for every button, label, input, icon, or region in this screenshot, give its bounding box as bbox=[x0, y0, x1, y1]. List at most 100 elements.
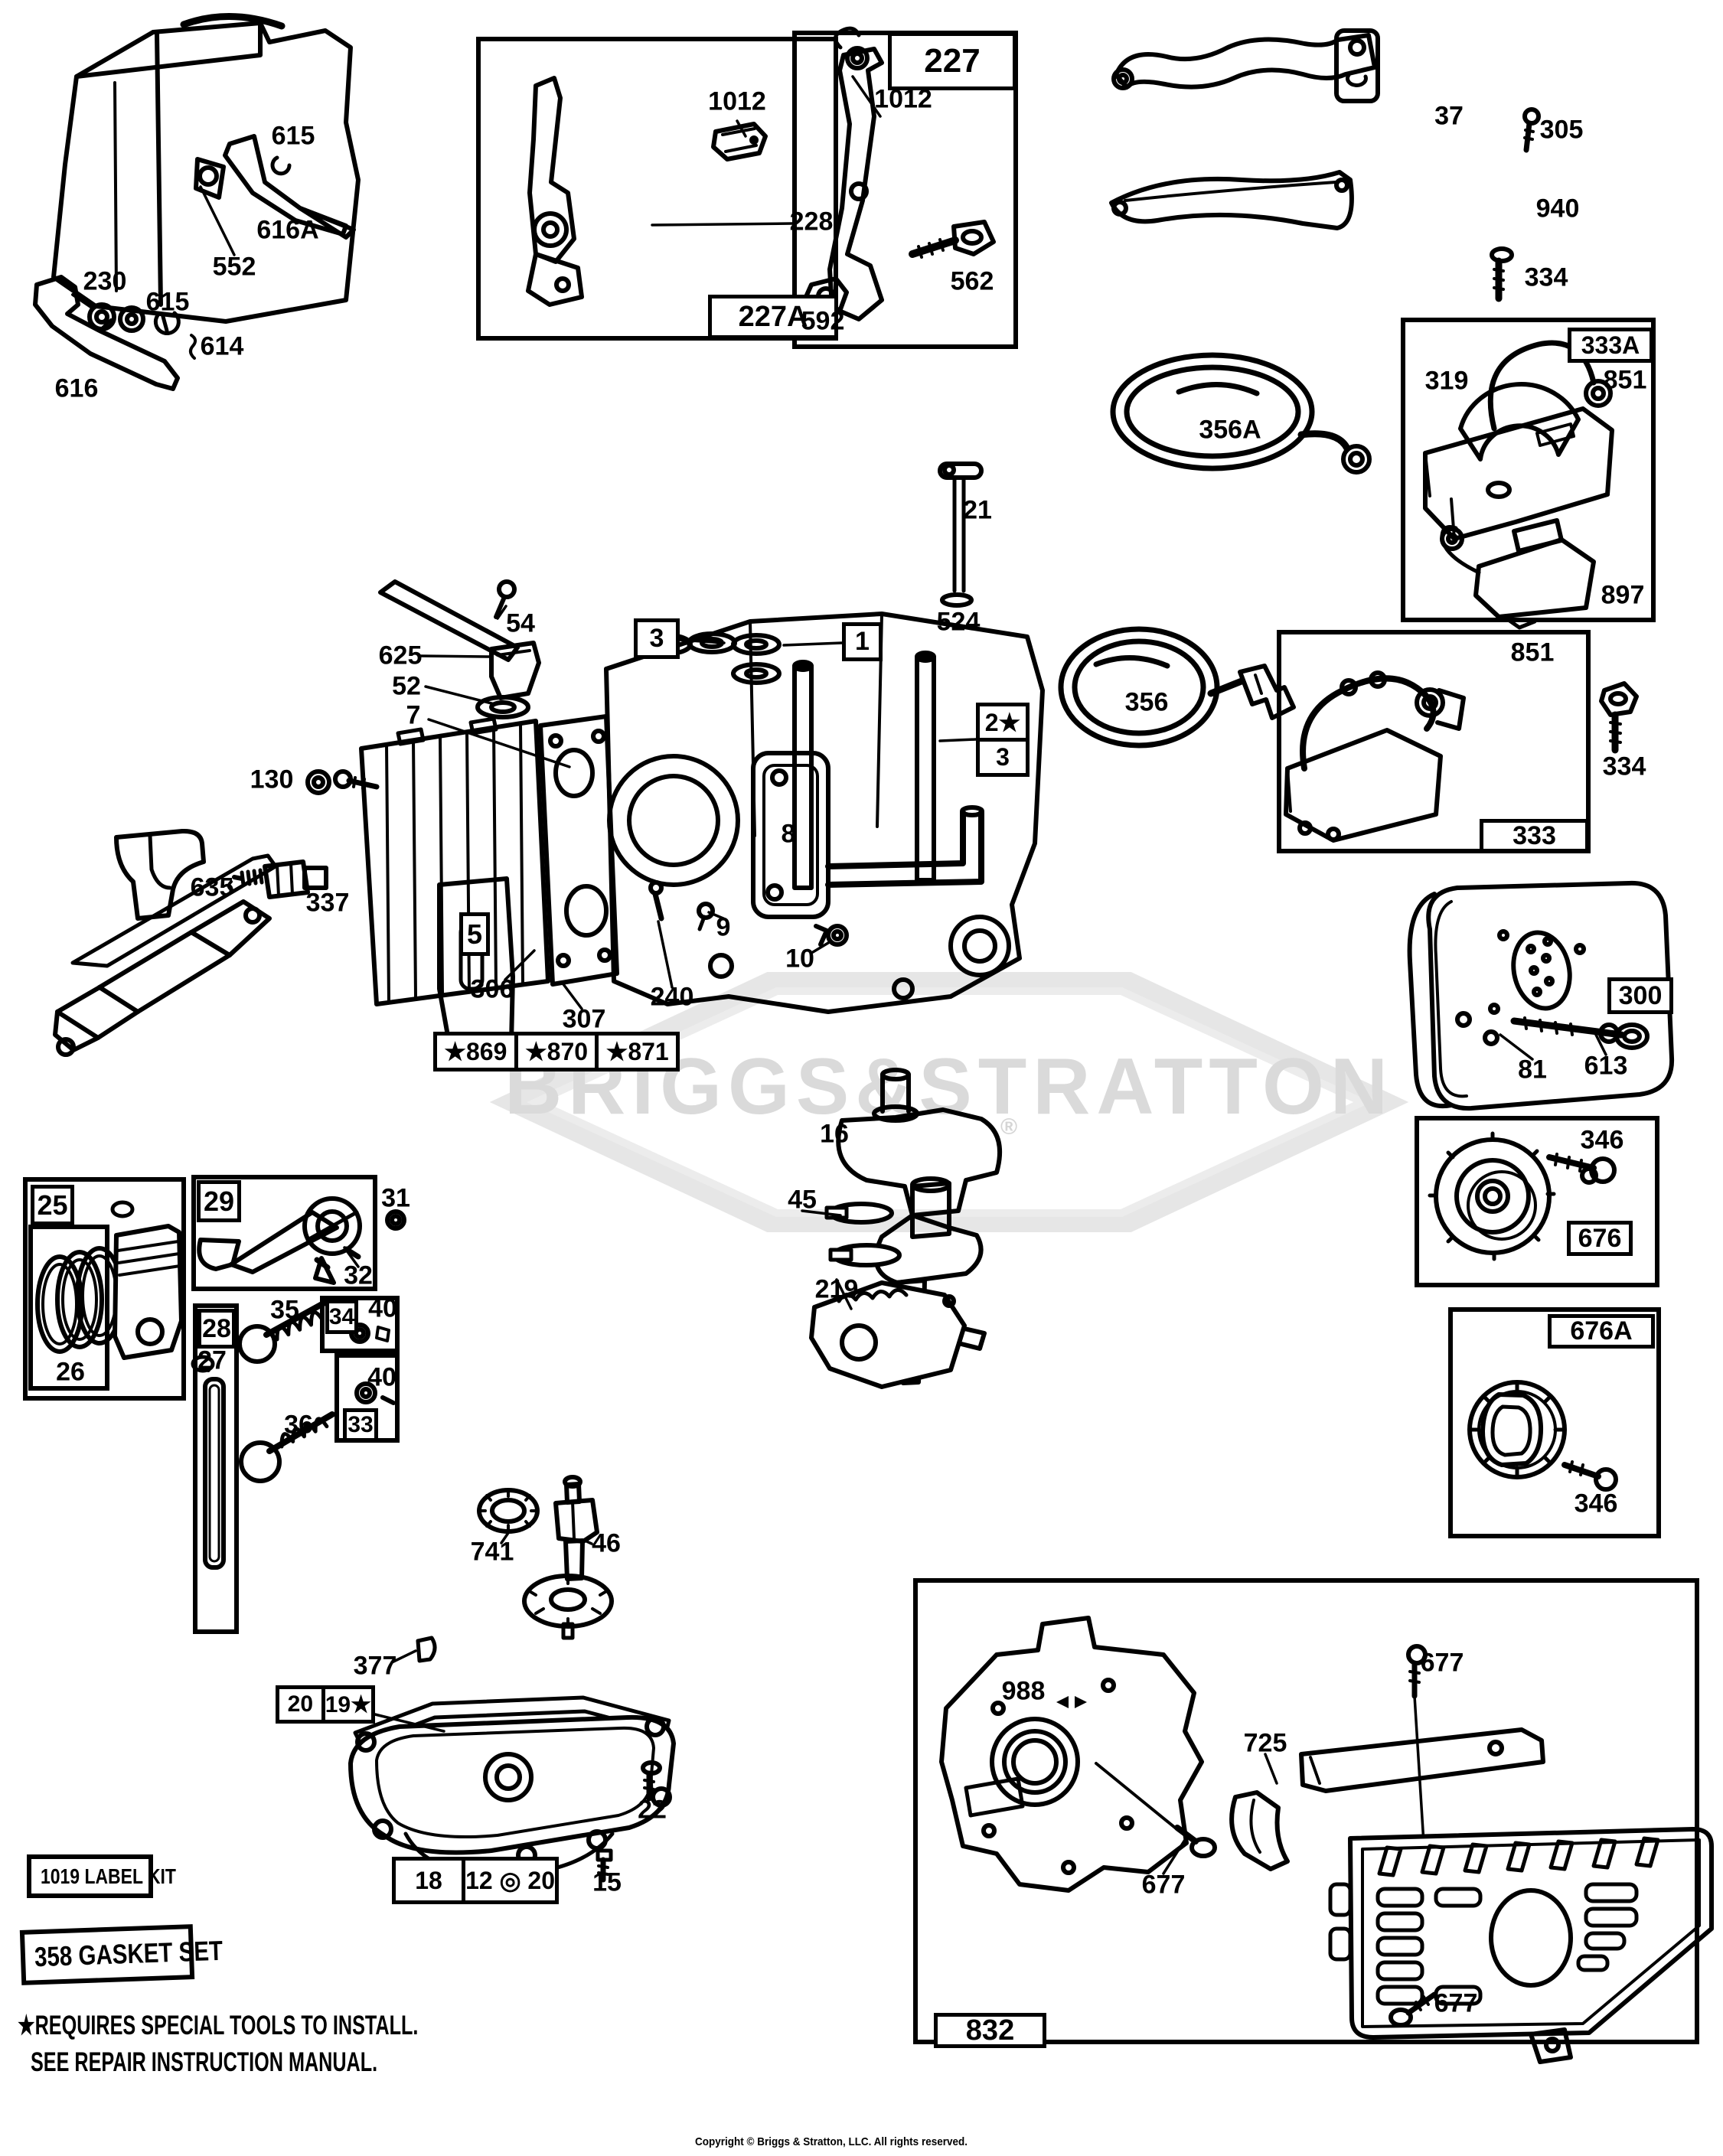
part-callout-524: 524 bbox=[936, 607, 981, 637]
part-callout-552: 552 bbox=[212, 252, 256, 282]
part-callout-40-a: 40 bbox=[368, 1293, 397, 1323]
part-callout-677-b: 677 bbox=[1141, 1870, 1186, 1900]
group-tag-676A: 676A bbox=[1548, 1314, 1655, 1349]
group-tag-29: 29 bbox=[197, 1180, 241, 1222]
part-callout-337: 337 bbox=[305, 888, 350, 918]
group-tag-28: 28 bbox=[197, 1309, 236, 1349]
spark-plug-337-drawing bbox=[227, 859, 328, 899]
part-callout-9: 9 bbox=[716, 912, 731, 942]
part-callout-54: 54 bbox=[506, 608, 535, 638]
part-callout-52: 52 bbox=[392, 671, 421, 701]
copyright-line: Copyright © Briggs & Stratton, LLC. All … bbox=[695, 2135, 968, 2148]
part-callout-26: 26 bbox=[56, 1357, 85, 1387]
screw-305-drawing bbox=[1522, 107, 1541, 153]
part-callout-614: 614 bbox=[200, 331, 244, 361]
part-callout-988: 988 bbox=[1001, 1676, 1046, 1706]
band-940-drawing bbox=[1109, 170, 1354, 230]
part-callout-81: 81 bbox=[1518, 1055, 1547, 1085]
group-box-333 bbox=[1277, 630, 1591, 853]
part-callout-356: 356 bbox=[1124, 687, 1169, 717]
part-callout-1012-a: 1012 bbox=[708, 86, 766, 116]
group-tag-34: 34 bbox=[325, 1300, 358, 1334]
oil-fill-tube-625-drawing bbox=[378, 579, 782, 719]
part-callout-851-b: 851 bbox=[1510, 638, 1555, 667]
screw-334-top-drawing bbox=[1490, 246, 1514, 302]
part-callout-32: 32 bbox=[344, 1261, 373, 1290]
starter-clutch-676A-drawing bbox=[1467, 1380, 1618, 1492]
spark-plug-boot-635-drawing bbox=[114, 828, 206, 921]
group-box-34-40 bbox=[320, 1296, 400, 1353]
tag-strip-869-870-871: ★869★870★871 bbox=[433, 1032, 680, 1071]
part-callout-616: 616 bbox=[54, 373, 99, 403]
part-callout-635: 635 bbox=[190, 873, 234, 902]
tag-strip-18-12-20-cell-0: 18 bbox=[396, 1861, 466, 1900]
tag-strip-18-12-20-cell-1: 12 ◎ 20 bbox=[465, 1867, 555, 1894]
control-link-227-drawing bbox=[803, 26, 996, 321]
label-kit-box: 1019 LABEL KIT bbox=[27, 1854, 176, 1898]
tag-strip-2-3-cell-1: 3 bbox=[996, 743, 1010, 771]
backplate-988-drawing bbox=[939, 1616, 1217, 1893]
group-box-676 bbox=[1415, 1116, 1659, 1287]
part-callout-10: 10 bbox=[785, 944, 814, 974]
part-callout-46: 46 bbox=[592, 1528, 621, 1558]
part-callout-40-b: 40 bbox=[367, 1362, 396, 1392]
stop-wire-356-drawing bbox=[1058, 626, 1296, 749]
part-callout-615-b: 615 bbox=[145, 287, 190, 317]
air-cleaner-drawing bbox=[33, 13, 361, 391]
part-callout-725: 725 bbox=[1243, 1728, 1287, 1758]
part-callout-240: 240 bbox=[650, 982, 694, 1012]
part-callout-346-a: 346 bbox=[1580, 1125, 1624, 1155]
camshaft-46-drawing bbox=[416, 1475, 614, 1663]
group-tag-333A: 333A bbox=[1568, 328, 1653, 363]
part-callout-616A: 616A bbox=[256, 215, 319, 245]
part-callout-45: 45 bbox=[788, 1185, 817, 1215]
group-tag-676: 676 bbox=[1567, 1221, 1633, 1256]
group-box-29 bbox=[191, 1175, 377, 1291]
piston-rings-25-26-drawing bbox=[35, 1200, 184, 1360]
watermark-registered-icon: ® bbox=[1000, 1114, 1017, 1140]
part-callout-346-b: 346 bbox=[1574, 1489, 1618, 1518]
group-tag-25: 25 bbox=[31, 1185, 74, 1225]
group-box-28 bbox=[193, 1303, 239, 1634]
ignition-coil-333-drawing bbox=[1284, 670, 1466, 843]
part-callout-562: 562 bbox=[950, 266, 994, 296]
part-callout-36: 36 bbox=[284, 1410, 313, 1440]
part-callout-219: 219 bbox=[814, 1274, 859, 1304]
part-callout-8: 8 bbox=[781, 819, 796, 849]
part-callout-228: 228 bbox=[789, 207, 834, 236]
part-callout-319: 319 bbox=[1424, 366, 1469, 396]
group-box-227A bbox=[476, 37, 838, 341]
tag-strip-869-870-871-cell-2: ★871 bbox=[605, 1038, 669, 1065]
part-callout-31: 31 bbox=[381, 1183, 410, 1213]
leader-lines bbox=[199, 75, 1607, 1875]
cylinder-head-drawing bbox=[359, 714, 619, 1006]
governor-lever-227A-drawing bbox=[526, 76, 768, 307]
part-callout-897: 897 bbox=[1601, 580, 1645, 610]
part-callout-27: 27 bbox=[197, 1345, 227, 1375]
part-callout-15: 15 bbox=[592, 1867, 622, 1897]
part-callout-306: 306 bbox=[470, 974, 514, 1004]
part-callout-22: 22 bbox=[638, 1795, 667, 1825]
part-callout-305: 305 bbox=[1539, 115, 1584, 145]
ground-wire-356A-drawing bbox=[1110, 352, 1372, 475]
part-callout-37: 37 bbox=[1434, 101, 1464, 131]
part-callout-307: 307 bbox=[562, 1004, 606, 1034]
tag-strip-20-19-cell-0: 20 bbox=[279, 1689, 325, 1720]
special-tools-note-line2: SEE REPAIR INSTRUCTION MANUAL. bbox=[31, 2047, 378, 2077]
small-fasteners-center-drawing bbox=[305, 769, 849, 947]
gasket-set-text: 358 GASKET SET bbox=[34, 1934, 224, 1973]
tag-strip-869-870-871-cell-0: ★869 bbox=[437, 1036, 518, 1068]
group-tag-227A: 227A bbox=[708, 295, 838, 339]
tag-strip-2-3-cell-0: 2★ bbox=[980, 706, 1026, 742]
dipstick-tube-27-28-drawing bbox=[191, 1355, 226, 1570]
part-callout-230: 230 bbox=[83, 266, 127, 296]
finger-guard-grille-drawing bbox=[1328, 1827, 1714, 2064]
dipstick-21-drawing bbox=[938, 462, 984, 608]
part-callout-35: 35 bbox=[270, 1295, 299, 1325]
part-callout-741: 741 bbox=[470, 1537, 514, 1567]
breather-8-drawing bbox=[751, 751, 984, 919]
group-tag-300: 300 bbox=[1607, 977, 1673, 1014]
part-callout-625: 625 bbox=[378, 641, 423, 670]
